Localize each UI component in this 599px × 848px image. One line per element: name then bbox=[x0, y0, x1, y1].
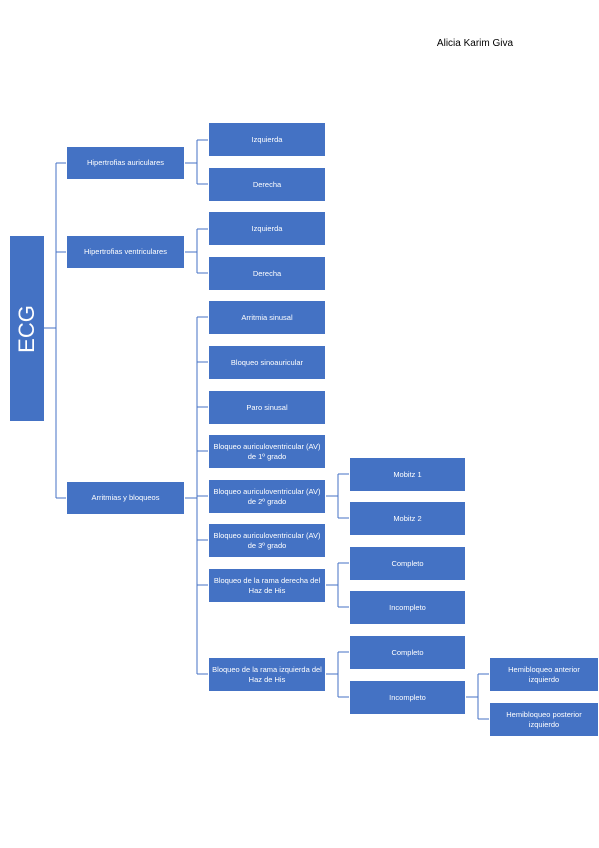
node-arritmia-sinusal: Arritmia sinusal bbox=[208, 300, 326, 335]
node-ven-izquierda: Izquierda bbox=[208, 211, 326, 246]
node-izquierda-completo: Completo bbox=[349, 635, 466, 670]
node-hipertrofias-auriculares: Hipertrofias auriculares bbox=[66, 146, 185, 180]
node-bloqueo-av-2: Bloqueo auriculoventricular (AV) de 2º g… bbox=[208, 479, 326, 514]
node-derecha-completo: Completo bbox=[349, 546, 466, 581]
node-bloqueo-sinoauricular: Bloqueo sinoauricular bbox=[208, 345, 326, 380]
root-node-ecg: ECG bbox=[10, 236, 44, 421]
node-aur-derecha: Derecha bbox=[208, 167, 326, 202]
node-hipertrofias-ventriculares: Hipertrofias ventriculares bbox=[66, 235, 185, 269]
node-bloqueo-rama-izquierda: Bloqueo de la rama izquierda del Haz de … bbox=[208, 657, 326, 692]
node-hemibloqueo-anterior: Hemibloqueo anterior izquierdo bbox=[489, 657, 599, 692]
node-mobitz-1: Mobitz 1 bbox=[349, 457, 466, 492]
node-bloqueo-av-3: Bloqueo auriculoventricular (AV) de 3º g… bbox=[208, 523, 326, 558]
author-name: Alicia Karim Giva bbox=[436, 38, 514, 49]
node-arritmias-y-bloqueos: Arritmias y bloqueos bbox=[66, 481, 185, 515]
node-mobitz-2: Mobitz 2 bbox=[349, 501, 466, 536]
node-paro-sinusal: Paro sinusal bbox=[208, 390, 326, 425]
node-izquierda-incompleto: Incompleto bbox=[349, 680, 466, 715]
node-bloqueo-av-1: Bloqueo auriculoventricular (AV) de 1º g… bbox=[208, 434, 326, 469]
node-hemibloqueo-posterior: Hemibloqueo posterior izquierdo bbox=[489, 702, 599, 737]
node-aur-izquierda: Izquierda bbox=[208, 122, 326, 157]
node-derecha-incompleto: Incompleto bbox=[349, 590, 466, 625]
node-bloqueo-rama-derecha: Bloqueo de la rama derecha del Haz de Hi… bbox=[208, 568, 326, 603]
node-ven-derecha: Derecha bbox=[208, 256, 326, 291]
root-label: ECG bbox=[14, 304, 39, 353]
